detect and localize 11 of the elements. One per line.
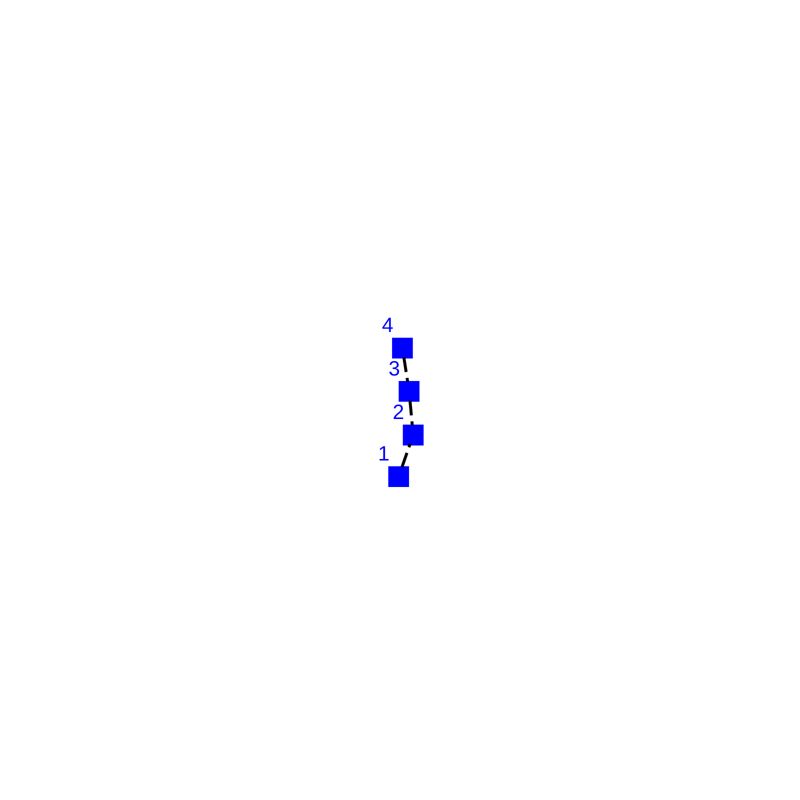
connector: [402, 356, 410, 382]
connector: [400, 443, 412, 467]
node-box: [388, 466, 410, 486]
node-box: [398, 380, 420, 402]
node-box: [402, 424, 424, 445]
node-label: 2: [392, 400, 404, 424]
connector: [408, 400, 414, 425]
node-box: [392, 337, 413, 358]
node-label: 4: [382, 314, 394, 337]
node-label: 3: [388, 356, 400, 380]
node-label: 1: [378, 442, 390, 466]
